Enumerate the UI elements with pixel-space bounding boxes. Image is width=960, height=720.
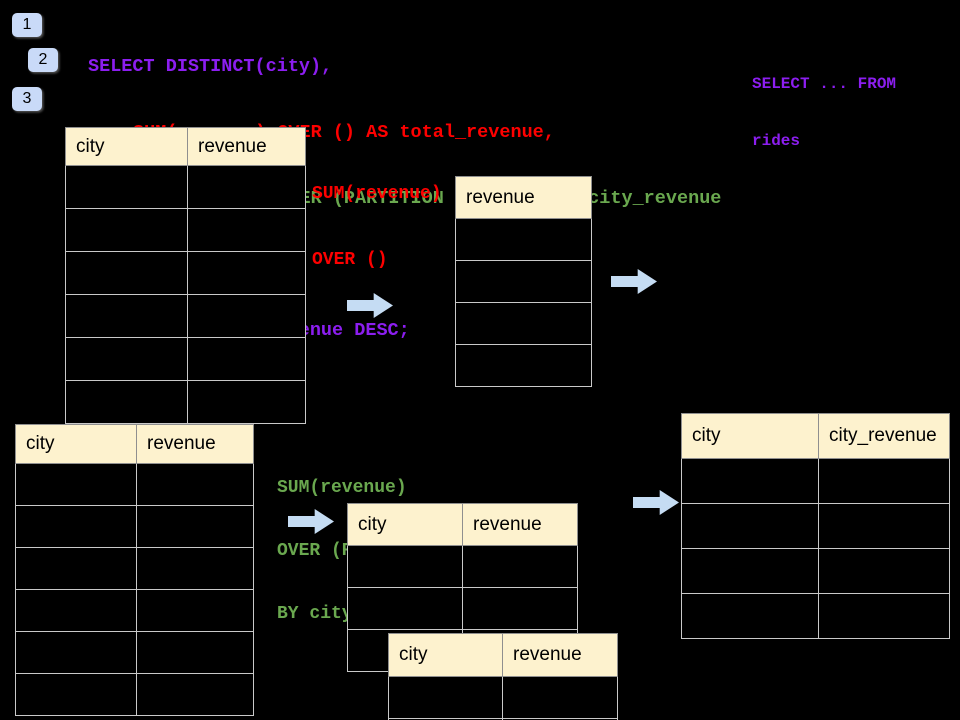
table-row [681, 458, 950, 504]
table-cell [65, 251, 188, 295]
table-cell [65, 165, 188, 209]
table-row [15, 463, 254, 506]
table-cell [502, 718, 618, 720]
table-row [65, 294, 306, 338]
table-cell [187, 165, 306, 209]
column-header-revenue: revenue [187, 127, 306, 166]
step-badge-3: 3 [12, 87, 42, 111]
table-cell [818, 503, 950, 549]
annotation-line: SUM(revenue) [312, 184, 442, 204]
table-row [15, 505, 254, 548]
table-row [347, 587, 578, 630]
annotation-total-revenue: SUM(revenue) OVER () [312, 139, 442, 315]
table-cell [681, 548, 819, 594]
table-row [65, 251, 306, 295]
table-row [65, 165, 306, 209]
column-header-city: city [65, 127, 188, 166]
table-row [65, 337, 306, 381]
table-row [681, 503, 950, 549]
table-cell [818, 458, 950, 504]
step-badge-1: 1 [12, 13, 42, 37]
table-cell [136, 505, 254, 548]
table-source-rides-top: city revenue [65, 127, 306, 424]
table-cell [455, 302, 592, 345]
table-cell [187, 380, 306, 424]
table-row [65, 208, 306, 252]
table-total-revenue-result: revenue [455, 176, 592, 387]
table-cell [187, 208, 306, 252]
table-row [455, 302, 592, 345]
table-cell [65, 380, 188, 424]
table-cell [502, 676, 618, 719]
table-cell [187, 251, 306, 295]
table-cell [65, 337, 188, 381]
table-cell [681, 503, 819, 549]
table-cell [136, 631, 254, 674]
column-header-city: city [347, 503, 463, 546]
table-cell [462, 587, 578, 630]
sql-line-select: SELECT DISTINCT(city), [88, 56, 333, 77]
table-source-rides-bottom: city revenue [15, 424, 254, 716]
column-header-revenue: revenue [462, 503, 578, 546]
table-cell [187, 294, 306, 338]
table-cell [462, 545, 578, 588]
table-cell [15, 547, 137, 590]
table-cell [136, 673, 254, 716]
column-header-city-revenue: city_revenue [818, 413, 950, 459]
table-cell [347, 545, 463, 588]
table-cell [15, 463, 137, 506]
note-line-2: rides [752, 132, 801, 150]
table-row [455, 260, 592, 303]
table-row [681, 593, 950, 639]
annotation-line: SUM(revenue) [277, 478, 407, 498]
table-row [15, 589, 254, 632]
table-cell [15, 631, 137, 674]
column-header-city: city [15, 424, 137, 464]
column-header-revenue: revenue [455, 176, 592, 219]
select-from-note: SELECT ... FROM rides [752, 37, 896, 189]
table-row [388, 676, 618, 719]
table-cell [15, 673, 137, 716]
column-header-city: city [388, 633, 503, 677]
annotation-line: OVER () [312, 250, 388, 270]
table-cell [818, 548, 950, 594]
table-row [15, 673, 254, 716]
arrow-right-icon [633, 490, 679, 515]
table-cell [455, 218, 592, 261]
table-final-result: city city_revenue [681, 413, 950, 639]
table-cell [388, 676, 503, 719]
table-cell [136, 589, 254, 632]
column-header-city: city [681, 413, 819, 459]
table-cell [347, 587, 463, 630]
table-partition-overlay: city revenue [388, 633, 618, 720]
table-cell [681, 593, 819, 639]
table-row [388, 718, 618, 720]
table-row [455, 344, 592, 387]
table-cell [15, 589, 137, 632]
table-cell [818, 593, 950, 639]
table-row [65, 380, 306, 424]
table-cell [136, 547, 254, 590]
table-row [15, 547, 254, 590]
table-row [15, 631, 254, 674]
table-cell [455, 344, 592, 387]
table-row [681, 548, 950, 594]
note-line-1: SELECT ... FROM [752, 75, 897, 93]
table-cell [455, 260, 592, 303]
table-cell [681, 458, 819, 504]
column-header-revenue: revenue [502, 633, 618, 677]
table-cell [15, 505, 137, 548]
table-cell [65, 294, 188, 338]
table-cell [136, 463, 254, 506]
table-cell [187, 337, 306, 381]
column-header-revenue: revenue [136, 424, 254, 464]
table-cell [65, 208, 188, 252]
step-badge-2: 2 [28, 48, 58, 72]
table-row [455, 218, 592, 261]
table-row [347, 545, 578, 588]
